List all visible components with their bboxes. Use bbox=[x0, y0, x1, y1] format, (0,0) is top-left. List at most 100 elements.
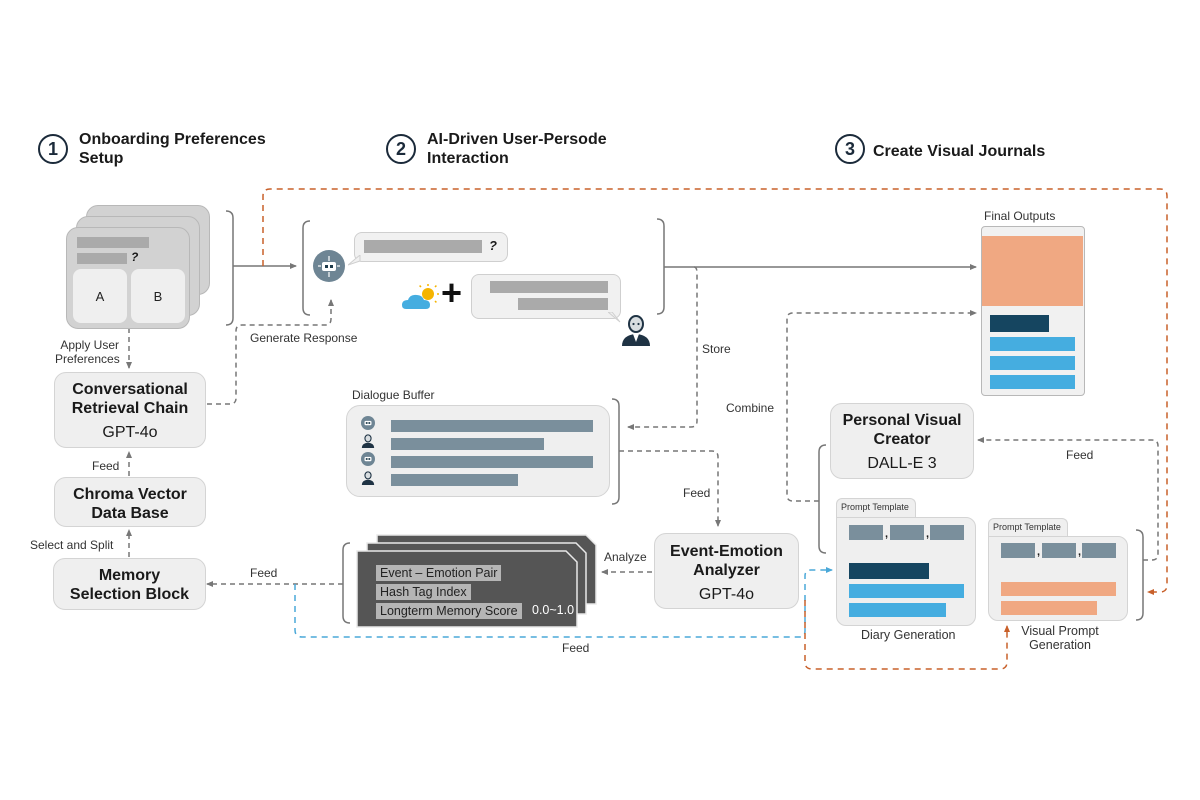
chroma-db-box: Chroma Vector Data Base bbox=[54, 477, 206, 527]
visual-creator-title-2: Creator bbox=[873, 431, 931, 448]
visual-caption-line1: Visual Prompt bbox=[1021, 624, 1099, 638]
combine-label: Combine bbox=[726, 401, 775, 415]
bot-icon bbox=[313, 250, 345, 282]
feed-buffer-label: Feed bbox=[683, 486, 711, 500]
memory-block-title-1: Memory bbox=[98, 567, 161, 584]
visual-prompt-bracket bbox=[1135, 529, 1144, 621]
store-arrow bbox=[627, 266, 698, 430]
buffer-user-icon-1 bbox=[361, 434, 375, 453]
onboarding-bracket bbox=[225, 210, 234, 326]
bot-message-bubble: ? bbox=[354, 232, 508, 262]
visual-slot-2 bbox=[1042, 543, 1076, 558]
interaction-bracket-right bbox=[656, 218, 665, 315]
chroma-db-title-2: Data Base bbox=[91, 505, 169, 522]
buffer-bar-4 bbox=[391, 474, 518, 486]
step-3-number: 3 bbox=[835, 134, 865, 164]
visual-creator-title-1: Personal Visual bbox=[842, 412, 962, 429]
emotion-analyzer-title-1: Event-Emotion bbox=[670, 543, 783, 560]
retrieval-chain-title-2: Retrieval Chain bbox=[71, 400, 189, 417]
select-split-label: Select and Split bbox=[30, 538, 114, 552]
analyze-label: Analyze bbox=[604, 550, 647, 564]
memory-tag-longterm-score: Longterm Memory Score bbox=[376, 603, 522, 619]
diary-slot-3 bbox=[930, 525, 964, 540]
diary-title-bar bbox=[849, 563, 929, 579]
final-outputs-title: Final Outputs bbox=[984, 209, 1056, 223]
bot-message-bar bbox=[364, 240, 482, 253]
diary-slot-2 bbox=[890, 525, 924, 540]
combine-bracket bbox=[818, 444, 827, 554]
diary-template-box: , , bbox=[836, 517, 976, 626]
question-bar-short bbox=[77, 253, 127, 264]
buffer-bar-1 bbox=[391, 420, 593, 432]
final-output-title-bar bbox=[990, 315, 1049, 332]
chroma-db-title-1: Chroma Vector bbox=[73, 486, 187, 503]
buffer-bot-icon-1 bbox=[361, 416, 375, 435]
memory-cards-bracket bbox=[342, 542, 351, 624]
diary-text-bar-2 bbox=[849, 603, 946, 617]
generate-response-label: Generate Response bbox=[250, 331, 358, 345]
plus-sign: + bbox=[441, 272, 463, 313]
memory-tag-hashtag: Hash Tag Index bbox=[376, 584, 471, 600]
memory-block-title-2: Selection Block bbox=[69, 586, 190, 603]
dialogue-buffer-box bbox=[346, 405, 610, 497]
retrieval-chain-model: GPT-4o bbox=[102, 424, 158, 441]
feed-creator-label: Feed bbox=[1066, 448, 1094, 462]
step-2-title-line1: AI-Driven User-Persode bbox=[427, 131, 607, 148]
step-2-number: 2 bbox=[386, 134, 416, 164]
visual-slot-1 bbox=[1001, 543, 1035, 558]
diary-text-bar-1 bbox=[849, 584, 964, 598]
diary-comma-1: , bbox=[885, 528, 889, 540]
step-3-title: Create Visual Journals bbox=[873, 143, 1046, 160]
final-output-text-bar-1 bbox=[990, 337, 1075, 351]
feed-chroma-label: Feed bbox=[92, 459, 120, 473]
memory-score-range: 0.0~1.0 bbox=[532, 603, 575, 617]
buffer-bar-2 bbox=[391, 438, 544, 450]
emotion-analyzer-box: Event-Emotion Analyzer GPT-4o bbox=[654, 533, 799, 609]
interaction-bracket-left bbox=[302, 220, 311, 316]
diary-comma-2: , bbox=[926, 528, 930, 540]
diary-slot-1 bbox=[849, 525, 883, 540]
visual-comma-1: , bbox=[1037, 546, 1041, 558]
apply-prefs-label-line1: Apply User bbox=[60, 338, 119, 352]
weather-icon bbox=[402, 282, 442, 312]
apply-prefs-label: Apply User Preferences bbox=[55, 338, 120, 366]
memory-tag-event-emotion: Event – Emotion Pair bbox=[376, 565, 502, 581]
visual-prompt-bar-1 bbox=[1001, 582, 1116, 596]
question-bar bbox=[77, 237, 149, 248]
user-message-bar-1 bbox=[490, 281, 608, 293]
step-1-title-line1: Onboarding Preferences bbox=[79, 131, 266, 148]
buffer-bot-icon-2 bbox=[361, 452, 375, 471]
emotion-analyzer-model: GPT-4o bbox=[698, 586, 755, 603]
dialogue-buffer-title: Dialogue Buffer bbox=[352, 388, 435, 402]
bot-question-mark: ? bbox=[489, 238, 497, 253]
store-label: Store bbox=[702, 342, 731, 356]
final-output-journal bbox=[981, 226, 1085, 396]
generate-response-arrow bbox=[207, 299, 334, 405]
user-icon bbox=[620, 314, 652, 346]
feed-memory-label: Feed bbox=[250, 566, 278, 580]
visual-caption-line2: Generation bbox=[1029, 638, 1091, 652]
step-1-title-line2: Setup bbox=[79, 150, 124, 167]
visual-creator-model: DALL-E 3 bbox=[867, 455, 937, 472]
choice-a[interactable]: A bbox=[73, 269, 127, 323]
choice-b[interactable]: B bbox=[131, 269, 185, 323]
buffer-user-icon-2 bbox=[361, 471, 375, 490]
final-output-text-bar-3 bbox=[990, 375, 1075, 389]
retrieval-chain-title-1: Conversational bbox=[72, 381, 188, 398]
final-output-text-bar-2 bbox=[990, 356, 1075, 370]
feed-blue-label: Feed bbox=[562, 641, 590, 655]
onboarding-card-front: ? A B bbox=[66, 227, 190, 329]
apply-prefs-label-line2: Preferences bbox=[55, 352, 120, 366]
user-message-bubble bbox=[471, 274, 621, 319]
visual-template-tab: Prompt Template bbox=[988, 518, 1068, 538]
memory-block-box: Memory Selection Block bbox=[53, 558, 206, 610]
user-bubble-tail bbox=[608, 312, 621, 323]
visual-caption: Visual Prompt Generation bbox=[1018, 624, 1102, 652]
visual-comma-2: , bbox=[1078, 546, 1082, 558]
diary-caption: Diary Generation bbox=[861, 628, 956, 642]
visual-creator-box: Personal Visual Creator DALL-E 3 bbox=[830, 403, 974, 479]
step-1-title: Onboarding Preferences Setup bbox=[79, 130, 266, 168]
diary-template-tab: Prompt Template bbox=[836, 498, 916, 518]
user-message-bar-2 bbox=[518, 298, 608, 310]
visual-slot-3 bbox=[1082, 543, 1116, 558]
